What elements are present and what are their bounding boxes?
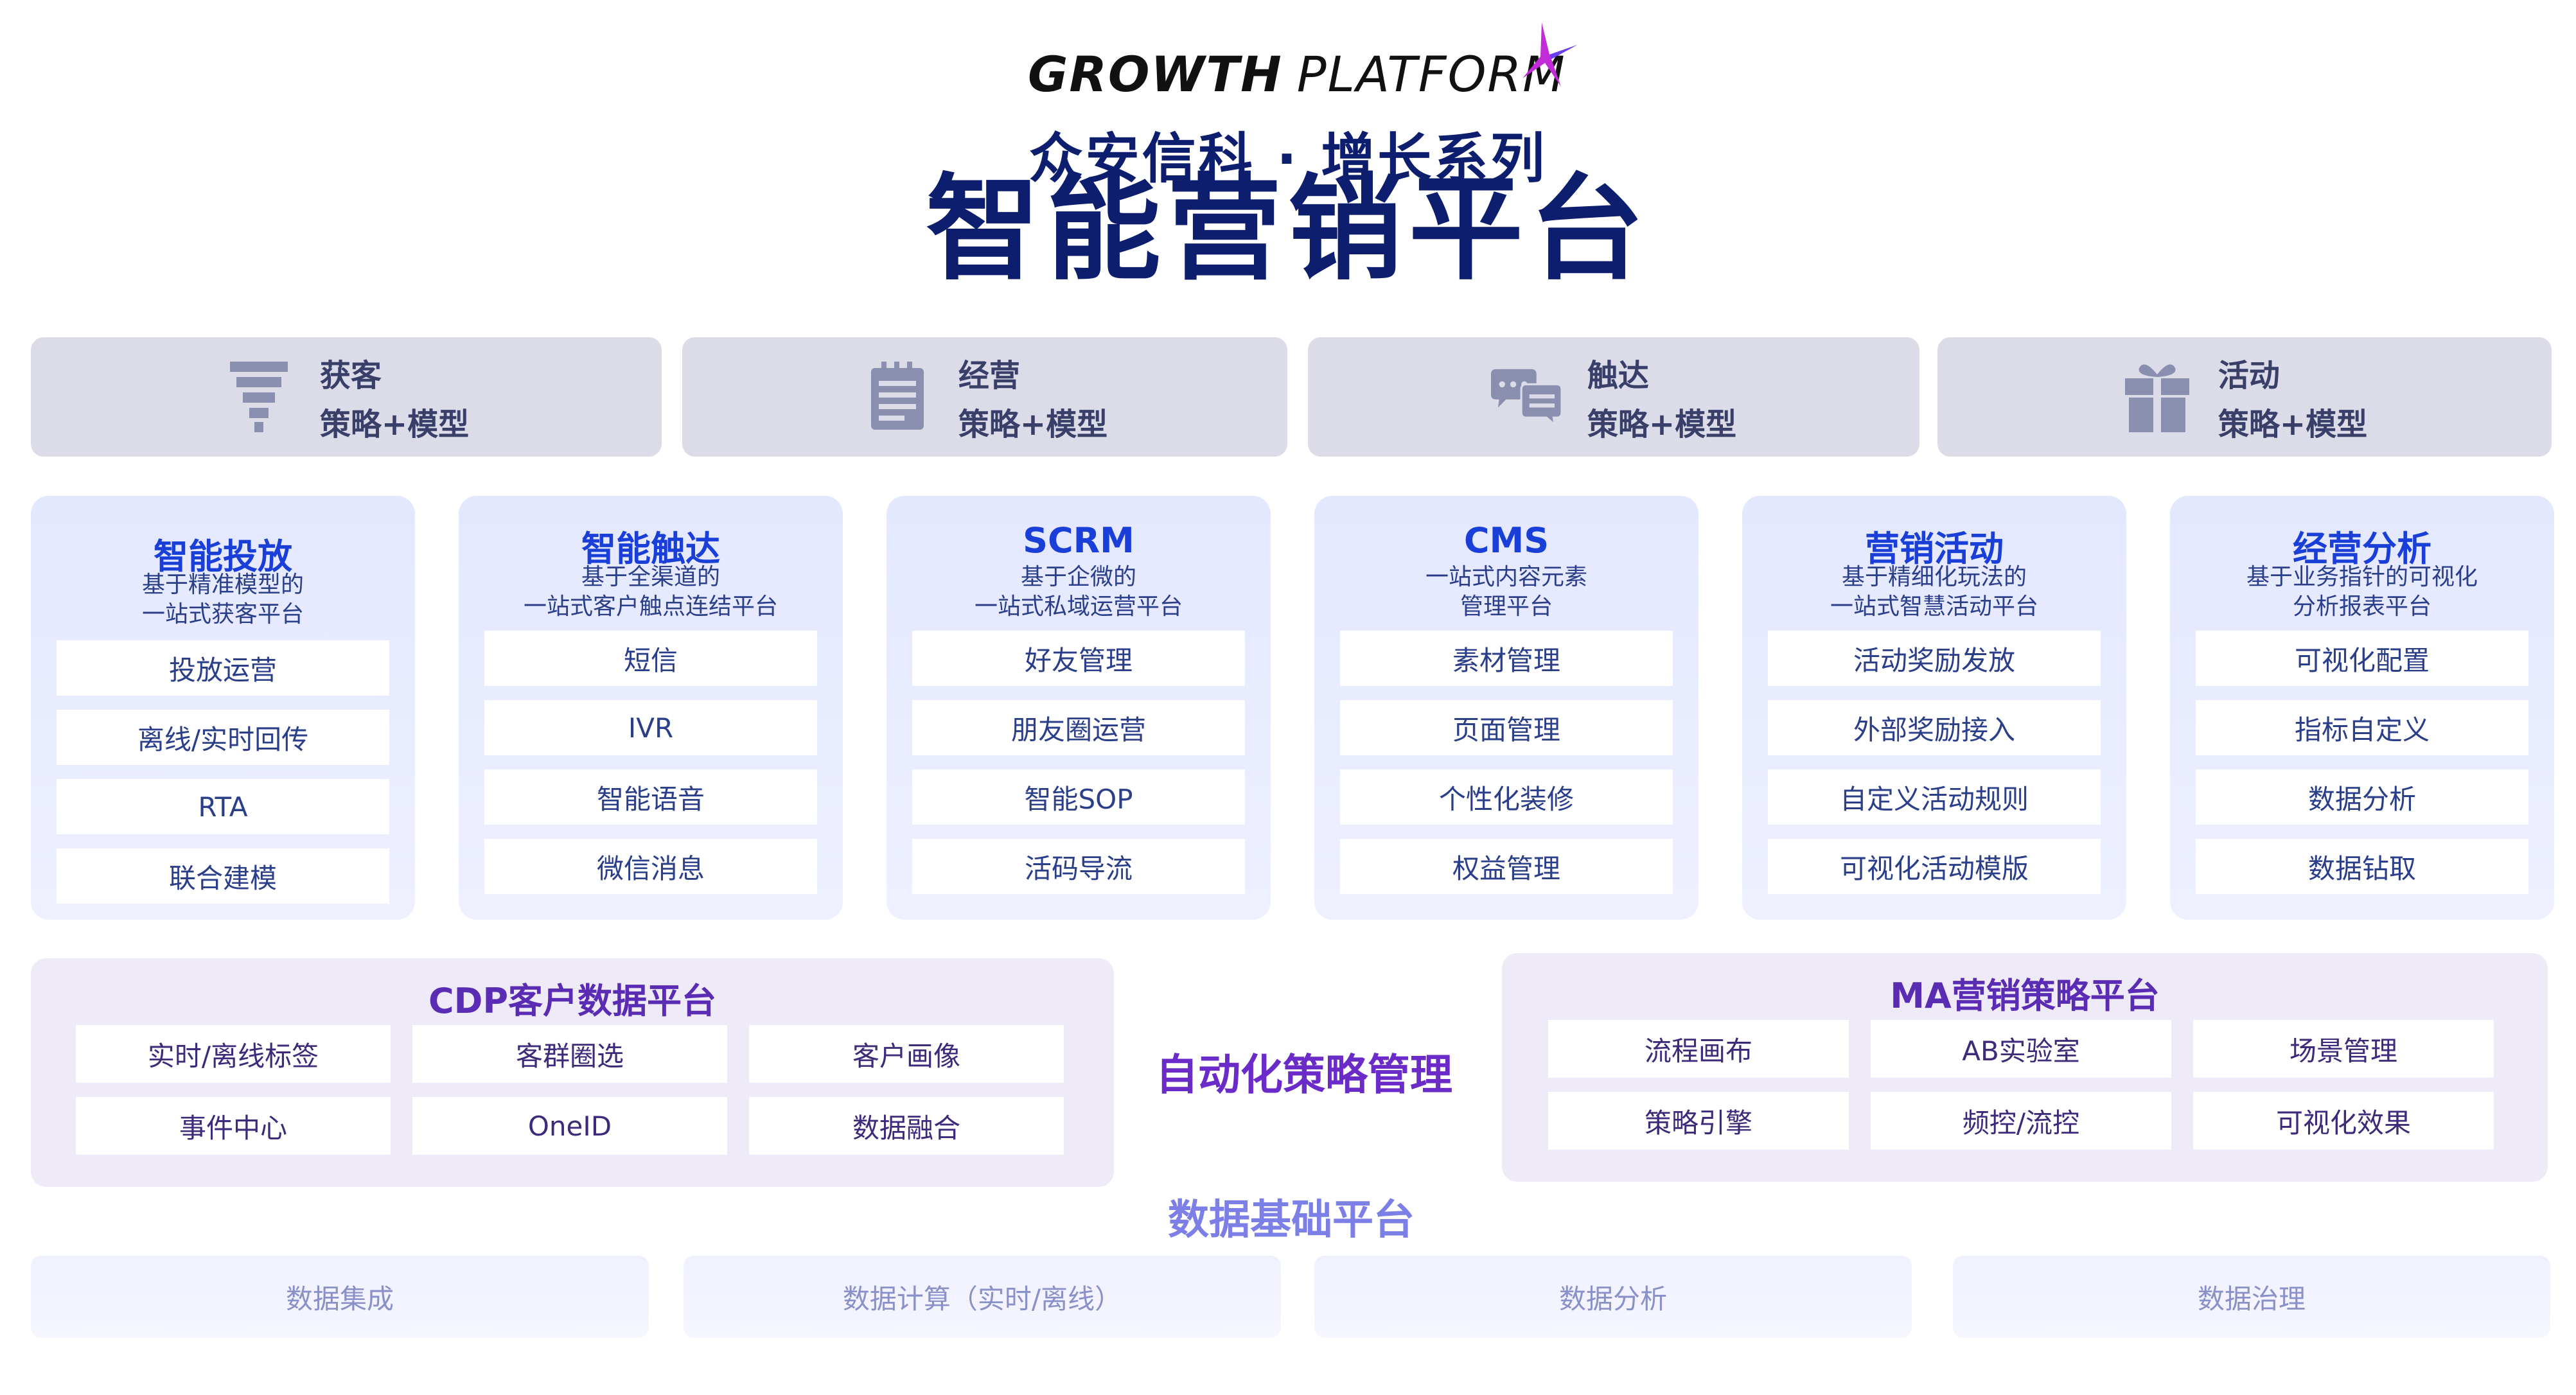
- ma-item: 策略引擎: [1548, 1092, 1849, 1150]
- module-title: 经营分析: [2293, 529, 2431, 569]
- logo-light-text: PLATFORM: [1296, 46, 1566, 103]
- cdp-item: 客群圈选: [412, 1025, 727, 1083]
- logo-bold-text: GROWTH: [1028, 46, 1283, 103]
- sparkle-icon: [1522, 22, 1577, 87]
- module-item: 页面管理: [1340, 700, 1673, 755]
- data-platform-item: 数据集成: [31, 1256, 649, 1338]
- module-item: 投放运营: [57, 640, 389, 696]
- module-title: SCRM: [1023, 520, 1134, 561]
- cdp-item: 客户画像: [749, 1025, 1064, 1083]
- module-item: 好友管理: [912, 631, 1245, 686]
- module-scrm: SCRM 基于企微的 一站式私域运营平台 好友管理 朋友圈运营 智能SOP 活码…: [887, 496, 1271, 920]
- cdp-item: 事件中心: [76, 1097, 391, 1155]
- page-title: 智能营销平台: [926, 162, 1650, 295]
- cdp-item: 数据融合: [749, 1097, 1064, 1155]
- funnel-icon: [224, 362, 294, 432]
- strategy-operate: 经营 策略+模型: [682, 337, 1287, 457]
- data-platform-title: 数据基础平台: [1168, 1197, 1415, 1244]
- module-cms: CMS 一站式内容元素 管理平台 素材管理 页面管理 个性化装修 权益管理: [1314, 496, 1698, 920]
- module-desc: 基于精准模型的 一站式获客平台: [141, 572, 304, 627]
- strategy-name: 触达: [1587, 358, 1649, 394]
- module-title: 智能投放: [154, 536, 292, 577]
- module-smart-reach: 智能触达 基于全渠道的 一站式客户触点连结平台 短信 IVR 智能语音 微信消息: [459, 496, 843, 920]
- module-desc: 基于业务指针的可视化 分析报表平台: [2246, 564, 2478, 620]
- module-title: 营销活动: [1865, 529, 2004, 569]
- chat-icon: [1490, 362, 1562, 432]
- page-subtitle: 众安信科 · 增长系列: [1028, 127, 1548, 190]
- automation-strategy-label: 自动化策略管理: [1156, 1050, 1452, 1100]
- cdp-platform: CDP客户数据平台 实时/离线标签 客群圈选 客户画像 事件中心 OneID 数…: [31, 958, 1114, 1187]
- module-item: 朋友圈运营: [912, 700, 1245, 755]
- data-platform-item: 数据分析: [1314, 1256, 1912, 1338]
- strategy-name: 活动: [2218, 358, 2280, 394]
- strategy-reach: 触达 策略+模型: [1308, 337, 1919, 457]
- module-item: 联合建模: [57, 848, 389, 904]
- module-title: 智能触达: [581, 529, 720, 569]
- gift-icon: [2122, 362, 2192, 432]
- strategy-sub: 策略+模型: [2218, 407, 2368, 443]
- module-item: 可视化配置: [2196, 631, 2528, 686]
- module-item: 指标自定义: [2196, 700, 2528, 755]
- module-item: 个性化装修: [1340, 769, 1673, 825]
- module-item: 活动奖励发放: [1768, 631, 2101, 686]
- ma-item: 可视化效果: [2193, 1092, 2494, 1150]
- cdp-title: CDP客户数据平台: [428, 981, 717, 1021]
- strategy-sub: 策略+模型: [958, 407, 1108, 443]
- module-business-analysis: 经营分析 基于业务指针的可视化 分析报表平台 可视化配置 指标自定义 数据分析 …: [2170, 496, 2554, 920]
- cdp-item: OneID: [412, 1097, 727, 1155]
- module-title: CMS: [1463, 520, 1549, 561]
- module-desc: 基于企微的 一站式私域运营平台: [974, 564, 1183, 620]
- module-desc: 一站式内容元素 管理平台: [1425, 564, 1587, 620]
- ma-item: 场景管理: [2193, 1020, 2494, 1078]
- strategy-acquire: 获客 策略+模型: [31, 337, 662, 457]
- module-item: 短信: [484, 631, 817, 686]
- strategy-name: 获客: [319, 358, 382, 394]
- ma-item: AB实验室: [1871, 1020, 2171, 1078]
- module-item: 权益管理: [1340, 839, 1673, 894]
- module-item: IVR: [484, 700, 817, 755]
- module-item: 外部奖励接入: [1768, 700, 2101, 755]
- module-desc: 基于精细化玩法的 一站式智慧活动平台: [1830, 564, 2038, 620]
- strategy-sub: 策略+模型: [319, 407, 470, 443]
- module-item: 离线/实时回传: [57, 710, 389, 765]
- module-item: 素材管理: [1340, 631, 1673, 686]
- module-item: 智能语音: [484, 769, 817, 825]
- module-item: 数据钻取: [2196, 839, 2528, 894]
- strategy-name: 经营: [958, 358, 1020, 394]
- ma-item: 频控/流控: [1871, 1092, 2171, 1150]
- data-platform-item: 数据计算（实时/离线）: [684, 1256, 1281, 1338]
- module-item: RTA: [57, 779, 389, 834]
- growth-platform-logo: GROWTH PLATFORM: [1028, 22, 1580, 103]
- ma-item: 流程画布: [1548, 1020, 1849, 1078]
- module-item: 自定义活动规则: [1768, 769, 2101, 825]
- module-item: 可视化活动模版: [1768, 839, 2101, 894]
- module-item: 数据分析: [2196, 769, 2528, 825]
- module-item: 活码导流: [912, 839, 1245, 894]
- document-icon: [862, 362, 933, 432]
- module-desc: 基于全渠道的 一站式客户触点连结平台: [523, 564, 778, 620]
- module-marketing-activity: 营销活动 基于精细化玩法的 一站式智慧活动平台 活动奖励发放 外部奖励接入 自定…: [1742, 496, 2126, 920]
- strategy-sub: 策略+模型: [1587, 407, 1737, 443]
- cdp-item: 实时/离线标签: [76, 1025, 391, 1083]
- ma-title: MA营销策略平台: [1890, 976, 2160, 1016]
- data-platform-item: 数据治理: [1953, 1256, 2550, 1338]
- module-item: 智能SOP: [912, 769, 1245, 825]
- strategy-activity: 活动 策略+模型: [1937, 337, 2552, 457]
- module-item: 微信消息: [484, 839, 817, 894]
- module-smart-ads: 智能投放 基于精准模型的 一站式获客平台 投放运营 离线/实时回传 RTA 联合…: [31, 496, 415, 920]
- ma-platform: MA营销策略平台 流程画布 AB实验室 场景管理 策略引擎 频控/流控 可视化效…: [1502, 953, 2548, 1182]
